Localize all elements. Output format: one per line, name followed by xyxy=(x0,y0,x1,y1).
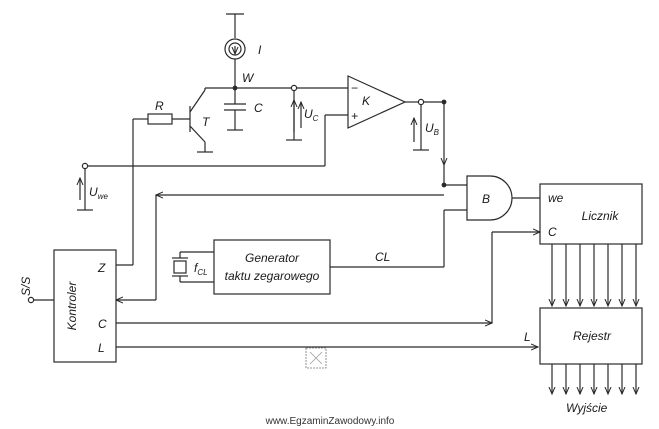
resistor-r xyxy=(133,113,190,125)
register-output-bus xyxy=(552,364,636,394)
label-minus: − xyxy=(351,81,358,95)
crystal-fcl xyxy=(172,251,214,283)
and-gate-b xyxy=(466,175,540,221)
label-fcl: fCL xyxy=(194,261,208,277)
label-c-capacitor: C xyxy=(254,101,263,115)
rejestr-block: Rejestr xyxy=(539,307,643,365)
label-plus: + xyxy=(351,109,358,123)
label-uc: UC xyxy=(304,107,319,123)
label-w: W xyxy=(242,71,255,85)
label-ss: S/S xyxy=(19,277,33,296)
svg-text:Kontroler: Kontroler xyxy=(65,281,79,331)
label-t: T xyxy=(202,115,211,129)
svg-text:C: C xyxy=(548,225,557,239)
label-uwe: Uwe xyxy=(89,185,108,201)
svg-text:C: C xyxy=(98,317,107,331)
svg-text:L: L xyxy=(98,341,105,355)
watermark: www.EgzaminZawodowy.info xyxy=(265,416,395,427)
svg-text:we: we xyxy=(548,191,564,205)
licznik-block: we Licznik C xyxy=(539,183,643,245)
current-source-i xyxy=(224,13,246,88)
comparator-k xyxy=(347,75,419,129)
fragment-icon xyxy=(305,347,327,369)
label-l: L xyxy=(524,330,531,344)
svg-text:taktu zegarowego: taktu zegarowego xyxy=(225,269,320,283)
label-i: I xyxy=(258,43,262,57)
label-k: K xyxy=(362,94,371,108)
generator-block: Generator taktu zegarowego xyxy=(213,239,331,295)
label-ub: UB xyxy=(425,121,440,137)
kontroler-block: Kontroler Z C L xyxy=(53,249,117,363)
label-b: B xyxy=(482,192,490,206)
svg-text:Generator: Generator xyxy=(245,251,300,265)
capacitor-c xyxy=(224,88,246,131)
svg-text:Rejestr: Rejestr xyxy=(573,329,612,343)
counter-to-register-bus xyxy=(552,244,636,306)
svg-text:Z: Z xyxy=(97,261,106,275)
svg-text:Licznik: Licznik xyxy=(582,209,620,223)
label-r: R xyxy=(155,99,164,113)
output-label: Wyjście xyxy=(566,401,608,415)
label-cl: CL xyxy=(375,250,390,264)
